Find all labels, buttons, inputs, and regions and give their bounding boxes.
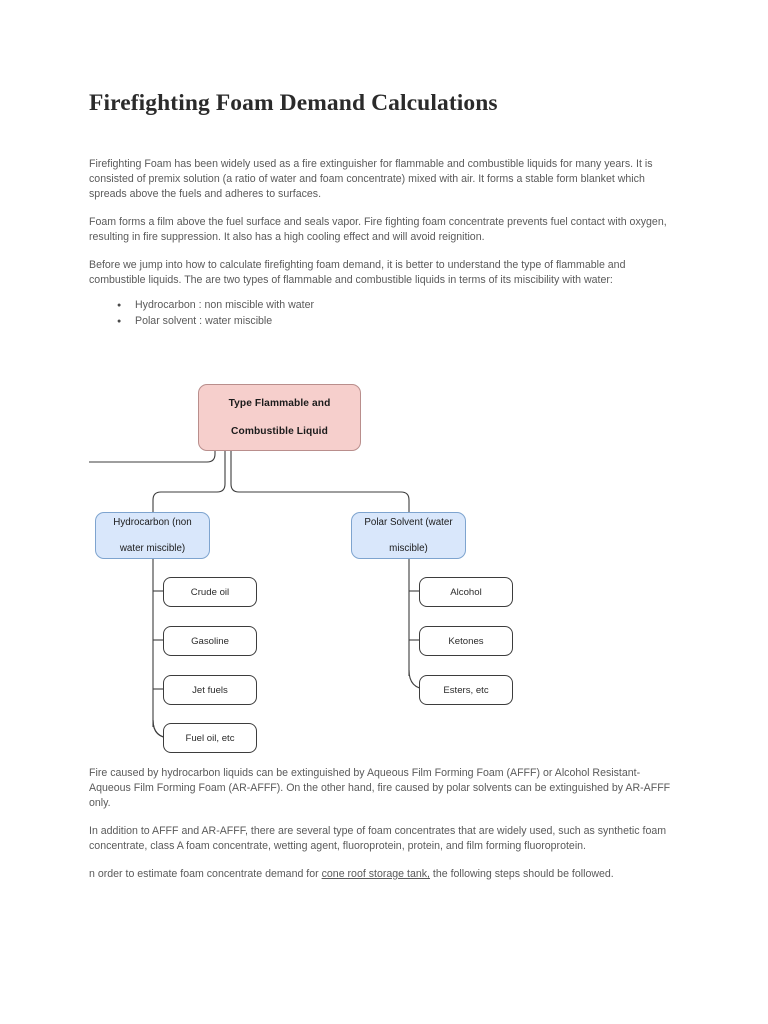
diagram-leaf-fuel-oil: Fuel oil, etc bbox=[163, 723, 257, 753]
foam-type-paragraph-1: Fire caused by hydrocarbon liquids can b… bbox=[89, 767, 671, 810]
closing-paragraph: n order to estimate foam concentrate dem… bbox=[89, 867, 675, 882]
diagram-leaf-alcohol: Alcohol bbox=[419, 577, 513, 607]
diagram-leaf-esters: Esters, etc bbox=[419, 675, 513, 705]
cone-roof-storage-tank-link[interactable]: cone roof storage tank, bbox=[321, 868, 430, 881]
intro-paragraph-2: Foam forms a film above the fuel surface… bbox=[89, 216, 667, 244]
closing-paragraph-lead: n order to estimate foam concentrate dem… bbox=[89, 868, 322, 881]
diagram-leaf-crude-oil: Crude oil bbox=[163, 577, 257, 607]
list-item: Hydrocarbon : non miscible with water bbox=[117, 298, 675, 314]
page-title: Firefighting Foam Demand Calculations bbox=[89, 90, 498, 116]
diagram-leaf-gasoline: Gasoline bbox=[163, 626, 257, 656]
intro-paragraph-1: Firefighting Foam has been widely used a… bbox=[89, 158, 653, 201]
diagram-leaf-jet-fuels: Jet fuels bbox=[163, 675, 257, 705]
list-item: Polar solvent : water miscible bbox=[117, 314, 675, 330]
document-body-lower: Fire caused by hydrocarbon liquids can b… bbox=[89, 766, 675, 882]
closing-paragraph-tail: the following steps should be followed. bbox=[429, 868, 614, 881]
liquid-type-list: Hydrocarbon : non miscible with water Po… bbox=[89, 298, 675, 329]
diagram-leaf-ketones: Ketones bbox=[419, 626, 513, 656]
document-body: Firefighting Foam Demand Calculations Fi… bbox=[89, 88, 675, 330]
foam-type-paragraph-2: In addition to AFFF and AR-AFFF, there a… bbox=[89, 825, 667, 853]
intro-paragraph-3: Before we jump into how to calculate fir… bbox=[89, 259, 626, 287]
